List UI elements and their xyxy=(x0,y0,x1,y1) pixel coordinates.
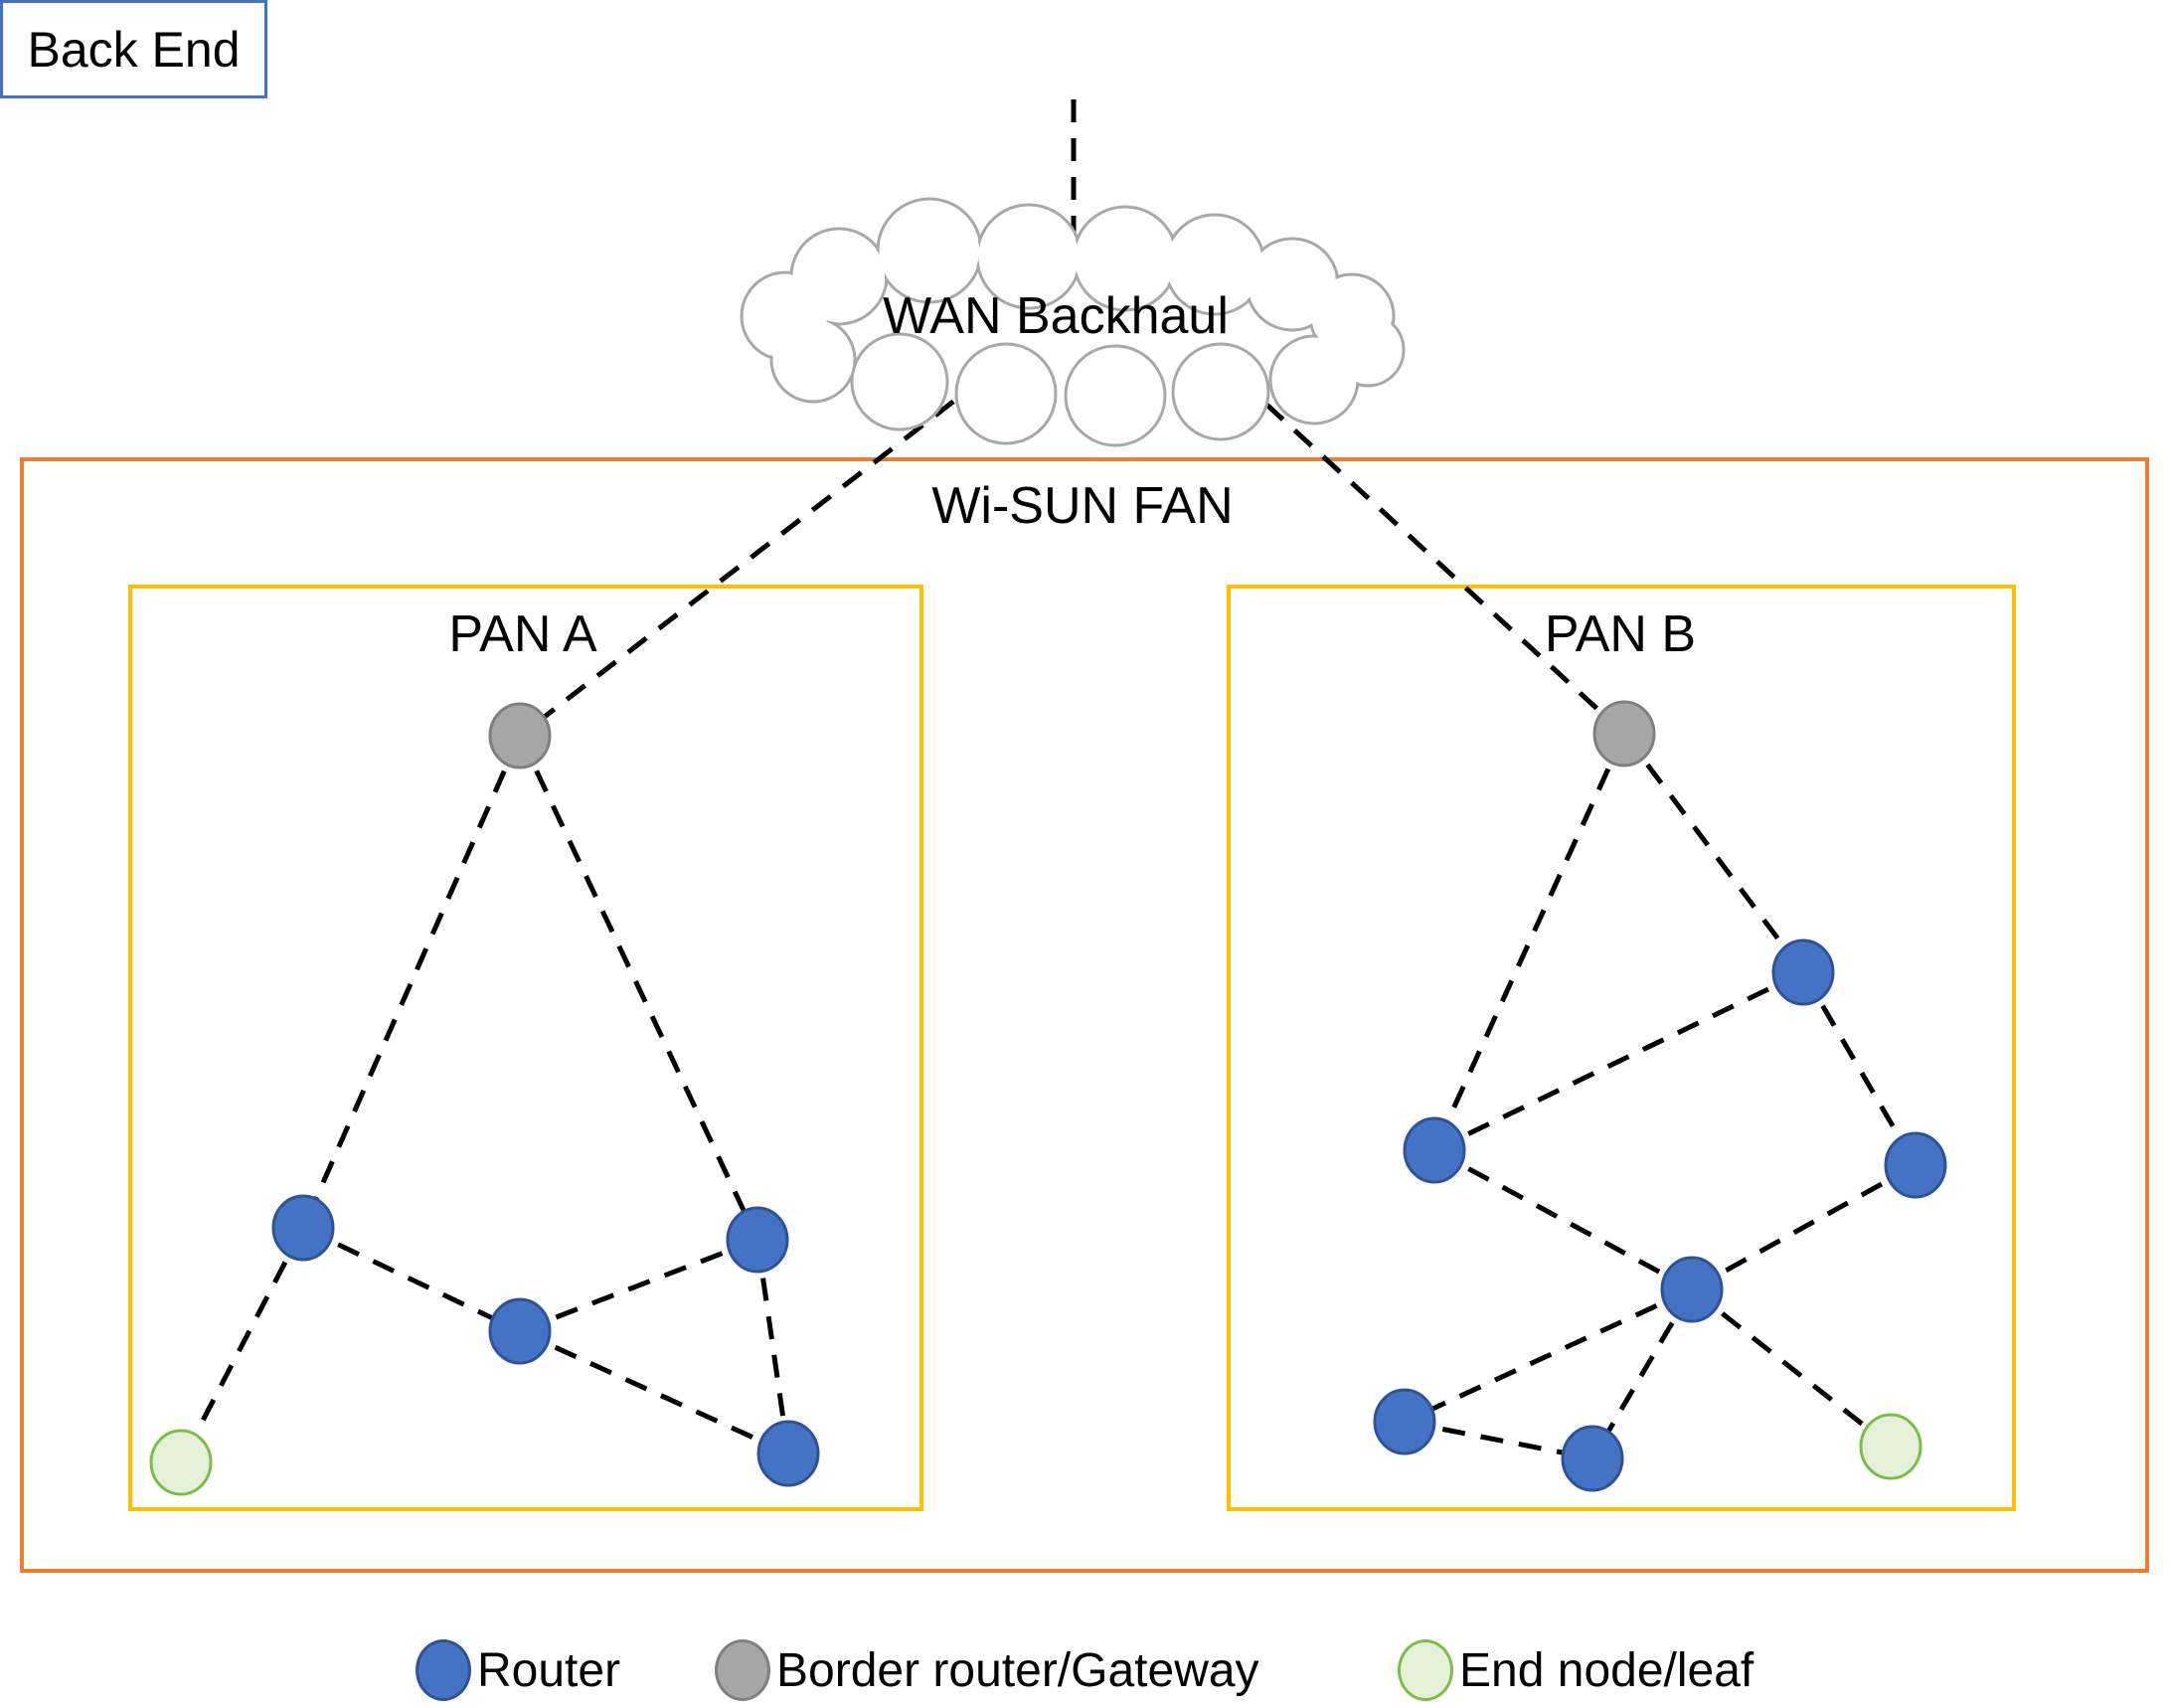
pan-a-label: PAN A xyxy=(448,605,597,663)
cloud-bump xyxy=(1268,334,1360,426)
cloud-bump-fill xyxy=(1068,348,1163,443)
cloud-bump xyxy=(850,332,949,431)
back-end-box: Back End xyxy=(0,0,267,98)
cloud-bump xyxy=(1330,312,1406,388)
legend-item-router: Router xyxy=(416,1636,620,1704)
cloud-bump-fill xyxy=(854,336,945,427)
pan-a-boundary-box xyxy=(128,585,923,1511)
cloud-bump xyxy=(769,316,857,404)
back-end-label: Back End xyxy=(27,21,241,78)
cloud-bump-fill xyxy=(958,346,1054,441)
cloud-bump-fill xyxy=(880,201,979,300)
pan-b-label: PAN B xyxy=(1544,605,1697,663)
cloud-bump xyxy=(1171,342,1270,441)
legend-router-label: Router xyxy=(477,1643,621,1697)
cloud-bump-fill xyxy=(1175,346,1266,437)
cloud-bump-fill xyxy=(793,231,885,322)
pan-b-boundary-box xyxy=(1227,585,2016,1511)
cloud-bump-fill xyxy=(744,274,827,358)
cloud-bump xyxy=(740,270,831,362)
cloud-bump-fill xyxy=(1312,276,1392,356)
cloud-bump-fill xyxy=(1334,316,1402,384)
cloud-bump xyxy=(1308,272,1396,360)
cloud-bump xyxy=(1245,237,1340,332)
cloud-bump-fill xyxy=(1272,338,1356,422)
cloud-bump xyxy=(789,227,889,326)
legend-end-node-label: End node/leaf xyxy=(1459,1643,1754,1697)
cloud-bump-fill xyxy=(773,320,853,400)
legend-border-router-label: Border router/Gateway xyxy=(776,1643,1259,1697)
cloud-bump xyxy=(954,342,1058,445)
legend-item-border-router: Border router/Gateway xyxy=(715,1636,1259,1704)
wisun-fan-boundary-box xyxy=(20,457,2149,1573)
cloud-bump xyxy=(1064,344,1167,447)
border-router-legend-icon xyxy=(715,1639,770,1701)
end-node-legend-icon xyxy=(1398,1639,1453,1701)
wisun-fan-label: Wi-SUN FAN xyxy=(931,477,1234,535)
cloud-bump-fill xyxy=(1249,241,1336,328)
wan-backhaul-label: WAN Backhaul xyxy=(883,287,1229,345)
router-legend-icon xyxy=(416,1639,471,1701)
legend-item-end-node: End node/leaf xyxy=(1398,1636,1753,1704)
